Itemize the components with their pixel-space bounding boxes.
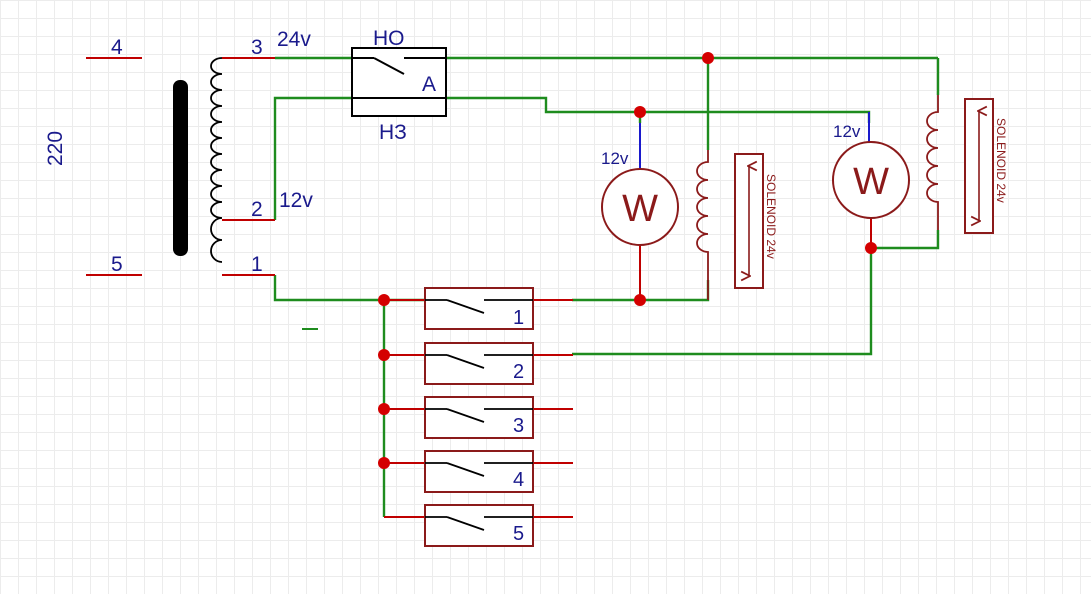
junction-dot [634, 294, 646, 306]
wire-common-bus [273, 275, 425, 302]
zone-switch-1-label: 1 [513, 307, 524, 329]
valve-left-solenoid-label: SOLENOID 24v [764, 174, 778, 259]
primary-voltage-label: 220 [44, 131, 67, 166]
zone-switch-5: 5 [424, 504, 534, 547]
motor-12v-leads [639, 112, 870, 168]
wire-sw2-to-right-valve [572, 248, 873, 356]
zone-switch-2-label: 2 [513, 361, 524, 383]
valve-right-motor [832, 141, 910, 219]
secondary-tap-3: 3 [251, 36, 263, 59]
secondary-tap-1: 1 [251, 253, 263, 276]
valve-left-voltage: 12v [601, 149, 629, 168]
transformer-core [173, 80, 188, 256]
thermostat-switch-box [351, 47, 447, 117]
thermostat-switch: НО НЗ A [351, 27, 447, 144]
wire-right-solenoid-bottom [871, 230, 940, 250]
valve-left: W 12v SOLENOID 24v [601, 149, 778, 300]
switch-label-no: НО [373, 27, 405, 50]
zone-switch-2: 2 [424, 342, 534, 385]
zone-switch-1: 1 [424, 287, 534, 330]
primary-terminal-4: 4 [111, 36, 123, 59]
zone-switch-4-label: 4 [513, 469, 524, 491]
valve-left-motor [601, 168, 679, 246]
secondary-tap-2: 2 [251, 198, 263, 221]
junction-dot [865, 242, 877, 254]
valve-right-motor-symbol: W [853, 161, 889, 203]
voltage-12v-label: 12v [279, 189, 313, 212]
junction-dot [378, 349, 390, 361]
wire-12v-to-switch [273, 96, 352, 220]
transformer: 4 5 220 3 2 1 24v 12v [44, 28, 318, 330]
valve-right-solenoid-label: SOLENOID 24v [994, 118, 1008, 203]
zone-switch-3: 3 [424, 396, 534, 439]
valve-left-motor-symbol: W [622, 188, 658, 230]
junction-dot [378, 294, 390, 306]
valve-right-voltage: 12v [833, 122, 861, 141]
junction-dot [378, 403, 390, 415]
zone-switch-3-label: 3 [513, 415, 524, 437]
switch-label-nc: НЗ [379, 121, 407, 144]
junction-dot [702, 52, 714, 64]
zone-switch-4: 4 [424, 450, 534, 493]
zone-switches: 1 2 3 4 5 [424, 287, 534, 547]
valve-left-solenoid-coil [696, 150, 709, 300]
zone-switch-5-label: 5 [513, 523, 524, 545]
wire-switch-nc-out [446, 96, 871, 123]
valve-right-solenoid-coil [926, 95, 939, 230]
transformer-secondary-coil [210, 57, 223, 263]
switch-label-a: A [422, 73, 436, 96]
junctions [378, 52, 877, 469]
primary-terminal-5: 5 [111, 253, 123, 276]
junction-dot [634, 106, 646, 118]
valve-right: W 12v SOLENOID 24v [832, 95, 1008, 234]
junction-dot [378, 457, 390, 469]
voltage-24v-label: 24v [277, 28, 311, 51]
